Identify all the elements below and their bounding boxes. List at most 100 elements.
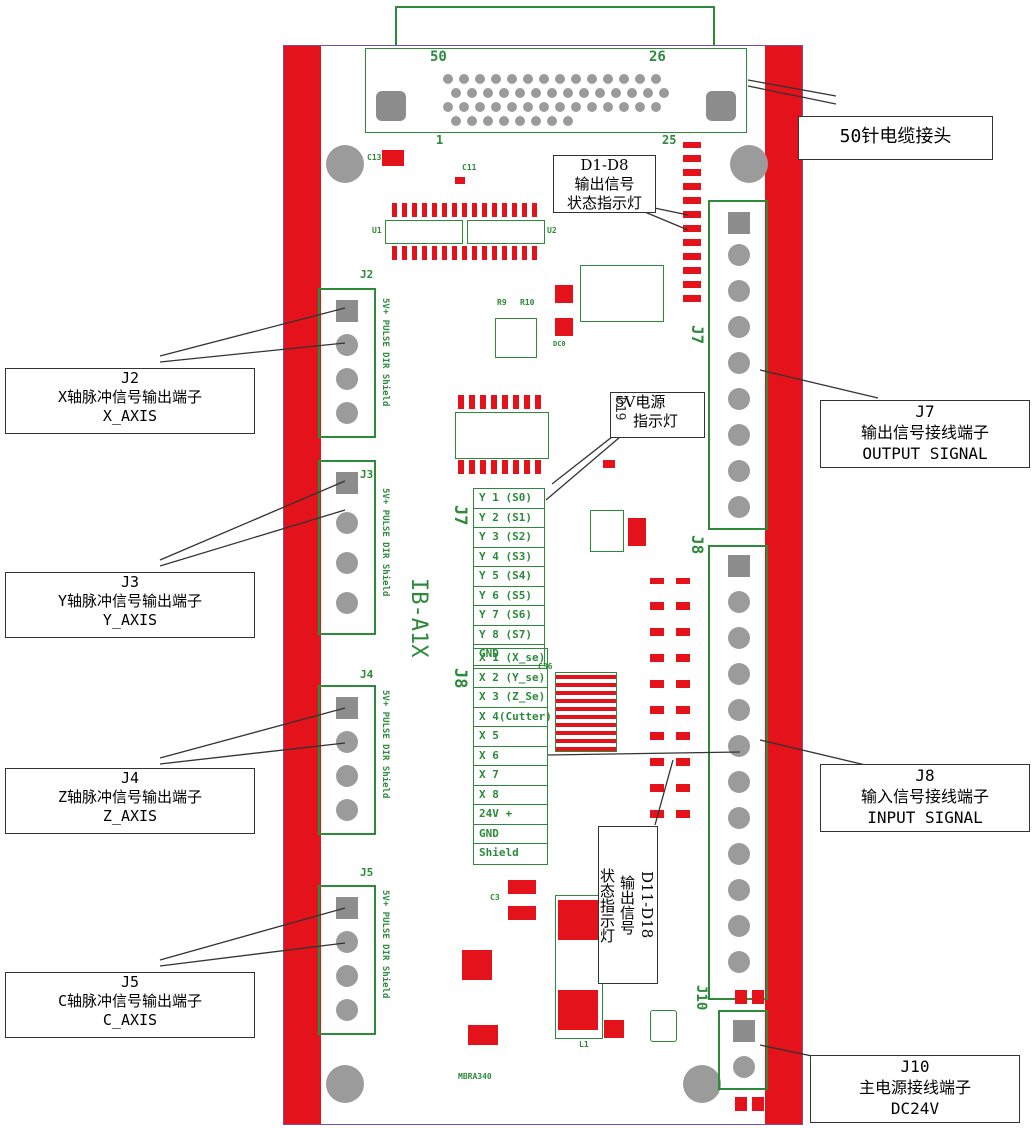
ic-u6 bbox=[462, 950, 492, 980]
callout-j2-line-3: X_AXIS bbox=[102, 407, 158, 425]
cap-c11 bbox=[455, 177, 465, 184]
cap-c14-b bbox=[752, 990, 764, 1004]
table-j7-label: J7 bbox=[450, 505, 470, 526]
callout-j3-line-3: Y_AXIS bbox=[102, 611, 158, 629]
u10-tab bbox=[628, 518, 646, 546]
j8-pin-2 bbox=[728, 591, 750, 613]
terminal-j3 bbox=[318, 460, 376, 635]
in-row: Shield bbox=[479, 846, 519, 859]
label-mbra: MBRA340 bbox=[458, 1072, 492, 1081]
label-u2: U2 bbox=[547, 226, 557, 235]
ic-u3 bbox=[495, 318, 537, 358]
j8-pin-1 bbox=[728, 555, 750, 577]
mount-hole-br bbox=[683, 1065, 721, 1103]
callout-connector-text: 50针电缆接头 bbox=[839, 126, 952, 147]
j2-pin-1 bbox=[336, 300, 358, 322]
j8-pin-9 bbox=[728, 843, 750, 865]
resistor-column bbox=[676, 578, 690, 818]
callout-d19-line-2: 指示灯 bbox=[633, 412, 679, 430]
ic-u23 bbox=[555, 672, 617, 752]
callout-j5-line-1: J5 bbox=[120, 973, 140, 991]
callout-j7: J7 输出信号接线端子 OUTPUT SIGNAL bbox=[820, 400, 1030, 468]
cable-connector: 50 26 1 25 bbox=[365, 48, 747, 147]
j5-ref: J5 bbox=[360, 866, 374, 879]
board-name: IB-A1X bbox=[406, 578, 431, 658]
cap-c4 bbox=[650, 1010, 677, 1042]
pin-25-label: 25 bbox=[662, 133, 677, 147]
j4-pin-3 bbox=[336, 765, 358, 787]
j2-pin-labels: 5V+ PULSE DIR Shield bbox=[380, 298, 390, 407]
terminal-j10 bbox=[718, 1010, 768, 1090]
terminal-j2 bbox=[318, 288, 376, 438]
in-row: X 5 bbox=[474, 727, 547, 747]
j2-pin-4 bbox=[336, 402, 358, 424]
callout-j3-line-1: J3 bbox=[120, 573, 140, 591]
j7-pin-9 bbox=[728, 496, 750, 518]
in-row: X 4(Cutter) bbox=[474, 708, 552, 727]
callout-j2-line-2: X轴脉冲信号输出端子 bbox=[57, 388, 203, 406]
j3-ref: J3 bbox=[360, 468, 374, 481]
callout-d1-d8-line-3: 状态指示灯 bbox=[566, 194, 642, 212]
left-red-rail bbox=[284, 46, 321, 1124]
mount-hole-tl bbox=[326, 145, 364, 183]
j3-pin-labels: 5V+ PULSE DIR Shield bbox=[380, 488, 390, 597]
j3-pin-2 bbox=[336, 512, 358, 534]
j7-pin-4 bbox=[728, 316, 750, 338]
out-row: Y 5 (S4) bbox=[474, 567, 544, 587]
j10-pin-2 bbox=[733, 1056, 755, 1078]
j8-pin-3 bbox=[728, 627, 750, 649]
out-row: Y 7 (S6) bbox=[474, 606, 544, 626]
j8-ref: J8 bbox=[688, 535, 707, 555]
connector-latch bbox=[395, 6, 715, 46]
ic-pins-top bbox=[392, 203, 537, 217]
in-row: X 2 (Y_se) bbox=[474, 669, 547, 688]
pcb-board bbox=[283, 45, 803, 1125]
callout-j7-line-3: OUTPUT SIGNAL bbox=[862, 444, 988, 463]
cap-c2-b bbox=[752, 1097, 764, 1111]
diode-d21 bbox=[604, 1020, 624, 1038]
callout-j2-line-1: J2 bbox=[120, 369, 140, 387]
label-c3: C3 bbox=[490, 893, 500, 902]
callout-j4-line-1: J4 bbox=[120, 769, 140, 787]
callout-j8-line-1: J8 bbox=[915, 766, 935, 785]
inductor-top bbox=[558, 900, 598, 940]
j8-pin-5 bbox=[728, 699, 750, 721]
ic-u1 bbox=[385, 220, 463, 244]
cap-c3-top bbox=[508, 880, 536, 894]
out-row: Y 3 (S2) bbox=[474, 528, 544, 548]
cap-c3-bottom bbox=[508, 906, 536, 920]
callout-d11-d18-line-2: 输出信号 bbox=[618, 875, 636, 935]
callout-j10-line-2: 主电源接线端子 bbox=[858, 1078, 971, 1097]
in-row: GND bbox=[474, 825, 547, 844]
callout-d1-d8: D1-D8 输出信号 状态指示灯 bbox=[553, 155, 656, 213]
inductor-bottom bbox=[558, 990, 598, 1030]
callout-d1-d8-line-2: 输出信号 bbox=[574, 175, 635, 193]
terminal-j7 bbox=[708, 200, 768, 530]
j4-pin-1 bbox=[336, 697, 358, 719]
pin-50-label: 50 bbox=[430, 49, 447, 65]
pin-1-label: 1 bbox=[436, 133, 444, 147]
j7-ref: J7 bbox=[688, 325, 707, 345]
callout-j10-line-1: J10 bbox=[900, 1057, 930, 1076]
terminal-j4 bbox=[318, 685, 376, 835]
label-l1: L1 bbox=[579, 1040, 589, 1049]
callout-j3-line-2: Y轴脉冲信号输出端子 bbox=[57, 592, 203, 610]
in-row: X 3 (Z_Se) bbox=[474, 688, 547, 708]
led-d19 bbox=[603, 460, 615, 468]
cap-c14-a bbox=[735, 990, 747, 1004]
led-column-d11-d18 bbox=[650, 578, 664, 818]
in-row: 24V + bbox=[474, 805, 547, 825]
cap-tant bbox=[555, 285, 573, 303]
mount-pad-right bbox=[706, 91, 736, 121]
cap-dc0 bbox=[555, 318, 573, 336]
j3-pin-1 bbox=[336, 472, 358, 494]
callout-j5: J5 C轴脉冲信号输出端子 C_AXIS bbox=[5, 972, 255, 1038]
label-dc0: DC0 bbox=[553, 340, 566, 348]
ic-regulator bbox=[580, 265, 664, 322]
table-j8-label: J8 bbox=[450, 668, 470, 689]
in-row: X 6 bbox=[474, 747, 547, 766]
j4-ref: J4 bbox=[360, 668, 374, 681]
cap-c13 bbox=[382, 150, 404, 166]
terminal-j8 bbox=[708, 545, 768, 1000]
label-c36: C36 bbox=[538, 662, 553, 671]
